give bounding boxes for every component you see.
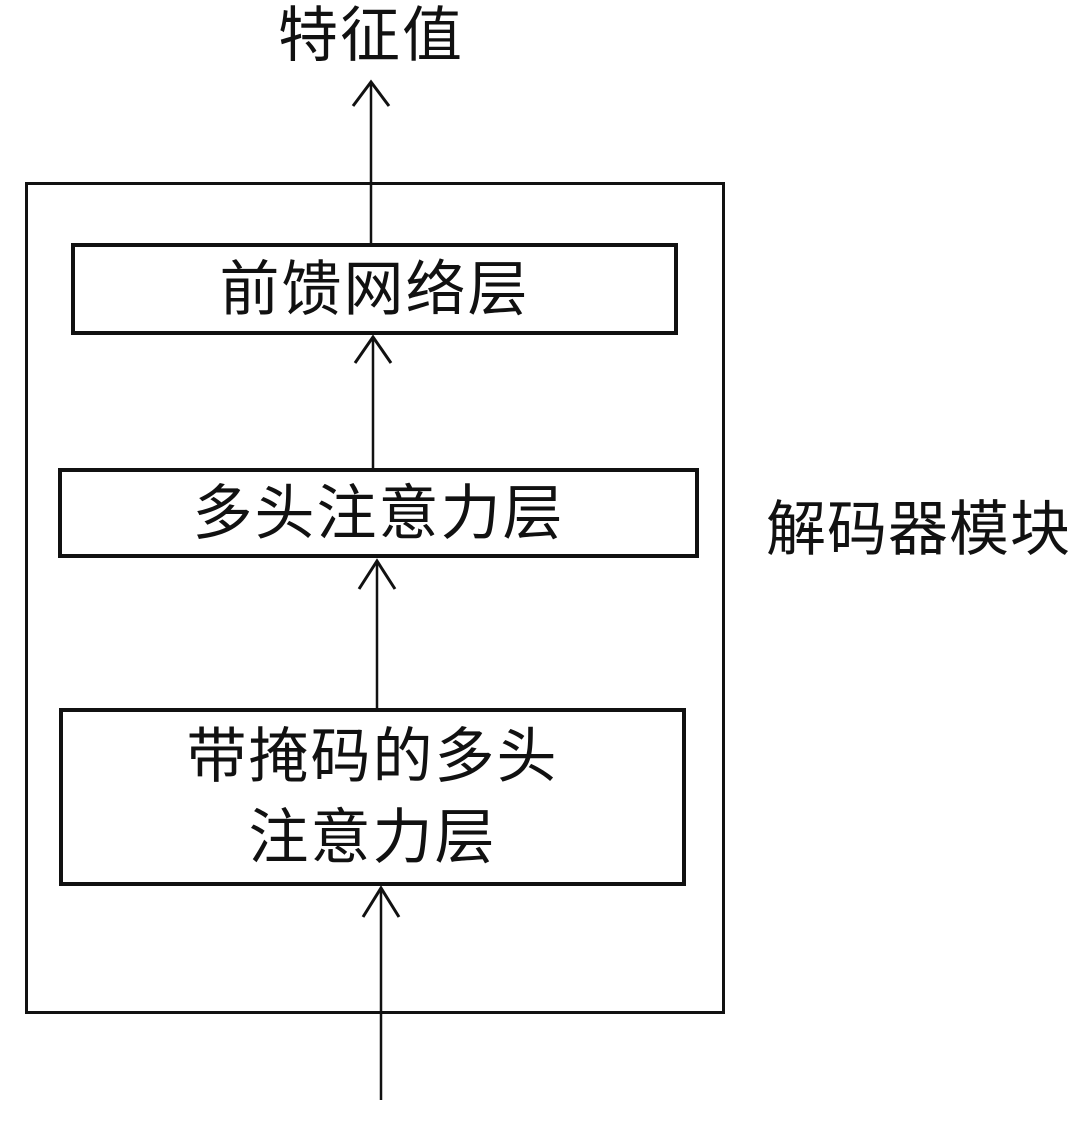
- layer-label-feed-forward: 前馈网络层: [219, 255, 530, 323]
- layer-box-multi-head-attention: 多头注意力层: [58, 468, 699, 558]
- layer-label-multi-head-attention: 多头注意力层: [192, 479, 565, 547]
- layer-label-masked-multi-head-attention: 带掩码的多头 注意力层: [186, 723, 559, 871]
- layer-box-masked-multi-head-attention: 带掩码的多头 注意力层: [59, 708, 686, 886]
- decoder-module-boundary: [25, 182, 725, 1014]
- layer-box-feed-forward: 前馈网络层: [71, 243, 678, 335]
- output-feature-label: 特征值: [278, 2, 464, 69]
- decoder-module-label: 解码器模块: [766, 496, 1071, 563]
